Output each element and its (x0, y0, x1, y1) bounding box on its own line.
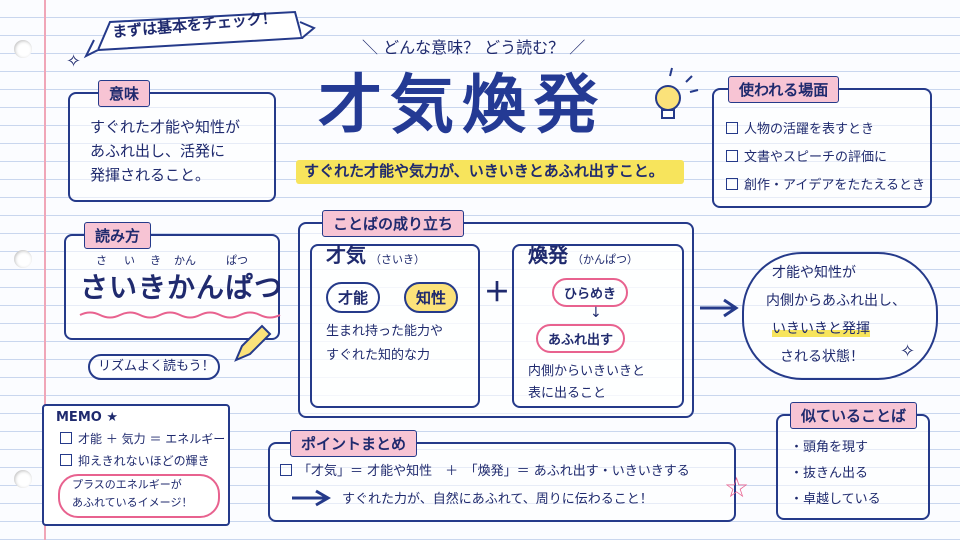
similar-item: ・抜きん出る (790, 466, 869, 481)
result-line: 内側からあふれ出し、 (766, 293, 906, 309)
lightbulb-icon (655, 67, 699, 119)
binder-hole (14, 250, 32, 268)
arrow-right-icon (700, 298, 739, 318)
kanpatsu-box (512, 244, 684, 408)
page-subtitle: すぐれた才能や気力が、いきいきとあふれ出すこと。 (304, 162, 664, 180)
chip-talent: 才能 (326, 282, 381, 313)
star-icon: ☆ (724, 471, 750, 504)
checkbox-icon (280, 464, 292, 476)
result-line: される状態！ (780, 349, 864, 365)
usage-item: 文書やスピーチの評価に (726, 146, 887, 169)
reading-box (64, 234, 280, 340)
result-line: 才能や知性が (772, 265, 856, 281)
result-cloud (742, 252, 938, 380)
kanpatsu-title: 煥発 (528, 243, 568, 267)
saiki-title: 才気 (326, 243, 366, 267)
usage-item: 人物の活躍を表すとき (726, 118, 874, 141)
memo-bubble-line: プラスのエネルギーが (72, 478, 182, 491)
checkbox-icon (726, 122, 738, 134)
reading-ruby: い (124, 254, 135, 267)
summary-line: すぐれた力が、自然にあふれて、周りに伝わること！ (342, 492, 653, 507)
banner-ribbon (83, 10, 316, 59)
notebook-margin-line (44, 0, 46, 540)
binder-hole (14, 470, 32, 488)
meaning-line: 発揮されること。 (90, 166, 211, 184)
reading-text: さいきかんぱつ (80, 271, 284, 304)
memo-title: MEMO ★ (56, 410, 118, 425)
subtitle-highlight (296, 160, 684, 184)
chip-intellect: 知性 (404, 282, 459, 313)
reading-label: 読み方 (84, 222, 152, 249)
kanpatsu-line: 表に出ること (528, 386, 607, 401)
step-overflow: あふれ出す (536, 324, 626, 353)
sparkle-icon: ✧ (66, 51, 82, 72)
summary-line: 「才気」＝ 才能や知性 ＋ 「煥発」＝ あふれ出す・いきいきする (280, 460, 690, 483)
saiki-line: 生まれ持った能力や (326, 324, 444, 339)
reading-ruby: ぱつ (226, 254, 248, 267)
usage-item: 創作・アイデアをたたえるとき (726, 174, 925, 197)
meaning-box (68, 92, 276, 202)
origin-label: ことばの成り立ち (322, 210, 465, 237)
wavy-underline (79, 311, 281, 319)
reading-ruby: き (150, 254, 161, 267)
result-line: いきいきと発揮 (772, 321, 870, 337)
reading-note-bubble (88, 354, 220, 380)
reading-ruby: さ (96, 254, 107, 267)
sparkle-icon: ✧ (900, 341, 916, 362)
memo-item: 抑えきれないほどの輝き (60, 450, 210, 473)
saiki-box (310, 244, 480, 408)
similar-item: ・頭角を現す (790, 440, 869, 455)
plus-sign: ＋ (484, 278, 511, 308)
binder-hole (14, 40, 32, 58)
page-title: 才気煥発 (318, 69, 606, 143)
saiki-reading: （さいき） (370, 253, 425, 266)
reading-note: リズムよく読もう！ (98, 359, 215, 374)
kanpatsu-line: 内側からいきいきと (528, 364, 646, 379)
meaning-line: あふれ出し、活発に (90, 142, 226, 160)
usage-label: 使われる場面 (728, 76, 840, 103)
step-arrow-icon: ↓ (590, 305, 602, 321)
reading-ruby: かん (174, 254, 196, 267)
similar-item: ・卓越している (790, 492, 881, 507)
checkbox-icon (60, 432, 72, 444)
similar-label: 似ていることば (790, 402, 918, 429)
similar-box (776, 414, 930, 520)
header-question: ＼ どんな意味？ どう読む？ ／ (362, 38, 586, 57)
checkbox-icon (60, 454, 72, 466)
step-inspiration: ひらめき (552, 278, 629, 307)
memo-bubble-line: あふれているイメージ！ (72, 496, 193, 509)
kanpatsu-reading: （かんぱつ） (572, 253, 638, 266)
memo-item: 才能 ＋ 気力 ＝ エネルギー (60, 428, 225, 451)
memo-bubble (58, 474, 220, 518)
saiki-line: すぐれた知的な力 (326, 348, 431, 363)
checkbox-icon (726, 178, 738, 190)
meaning-line: すぐれた才能や知性が (90, 118, 241, 136)
meaning-label: 意味 (98, 80, 151, 107)
pencil-icon (234, 324, 272, 362)
arrow-right-icon (292, 489, 331, 507)
summary-label: ポイントまとめ (290, 430, 418, 457)
checkbox-icon (726, 150, 738, 162)
